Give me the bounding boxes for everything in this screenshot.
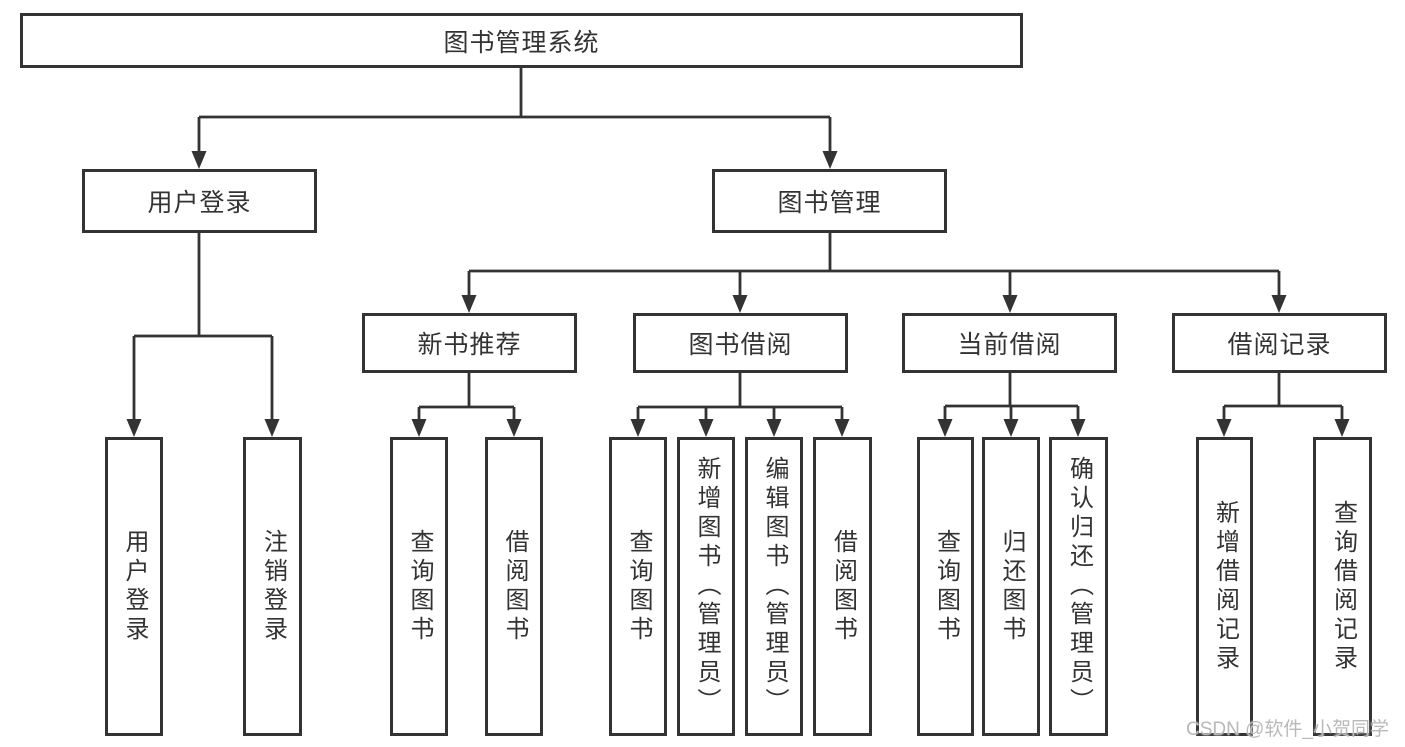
leaf-borrow-query-books: 查询图书: [609, 437, 667, 736]
node-book-management: 图书管理: [712, 169, 947, 233]
leaf-add-books-admin-label: 新增图书（管理员）: [693, 456, 720, 717]
node-user-login: 用户登录: [82, 169, 317, 233]
leaf-query-borrow-record: 查询借阅记录: [1313, 437, 1372, 736]
leaf-return-books: 归还图书: [982, 437, 1040, 736]
node-root-label: 图书管理系统: [443, 28, 600, 57]
node-new-book-recommend: 新书推荐: [362, 313, 577, 373]
node-new-book-recommend-label: 新书推荐: [417, 331, 522, 359]
leaf-borrow-books: 借阅图书: [813, 437, 872, 736]
node-current-borrow-label: 当前借阅: [957, 331, 1062, 359]
leaf-recommend-query-books: 查询图书: [390, 437, 448, 736]
leaf-add-borrow-record-label: 新增借阅记录: [1211, 499, 1239, 674]
leaf-confirm-return-admin: 确认归还（管理员）: [1049, 437, 1108, 736]
node-borrow-records-label: 借阅记录: [1227, 331, 1332, 359]
leaf-recommend-query-books-label: 查询图书: [406, 528, 433, 645]
leaf-add-borrow-record: 新增借阅记录: [1196, 437, 1253, 736]
node-book-borrow: 图书借阅: [633, 313, 848, 373]
leaf-confirm-return-admin-label: 确认归还（管理员）: [1065, 456, 1093, 717]
leaf-recommend-borrow-books-label: 借阅图书: [501, 528, 528, 645]
csdn-watermark: CSDN @软件_小贺同学: [1186, 719, 1389, 740]
leaf-add-books-admin: 新增图书（管理员）: [677, 437, 735, 736]
leaf-query-borrow-record-label: 查询借阅记录: [1329, 499, 1357, 674]
leaf-current-query-books: 查询图书: [917, 437, 974, 736]
leaf-current-query-books-label: 查询图书: [932, 528, 960, 645]
leaf-borrow-books-label: 借阅图书: [829, 528, 857, 645]
leaf-borrow-query-books-label: 查询图书: [625, 528, 652, 645]
node-user-login-label: 用户登录: [147, 189, 252, 217]
leaf-recommend-borrow-books: 借阅图书: [485, 437, 543, 736]
node-root: 图书管理系统: [20, 13, 1023, 68]
leaf-user-login: 用户登录: [105, 437, 163, 736]
leaf-edit-books-admin: 编辑图书（管理员）: [745, 437, 803, 736]
leaf-logout-label: 注销登录: [259, 528, 287, 645]
leaf-user-login-label: 用户登录: [121, 528, 148, 645]
node-borrow-records: 借阅记录: [1172, 313, 1387, 373]
node-current-borrow: 当前借阅: [902, 313, 1117, 373]
leaf-edit-books-admin-label: 编辑图书（管理员）: [761, 456, 788, 717]
leaf-logout: 注销登录: [243, 437, 302, 736]
node-book-borrow-label: 图书借阅: [688, 331, 793, 359]
leaf-return-books-label: 归还图书: [998, 528, 1025, 645]
node-book-management-label: 图书管理: [777, 189, 882, 217]
